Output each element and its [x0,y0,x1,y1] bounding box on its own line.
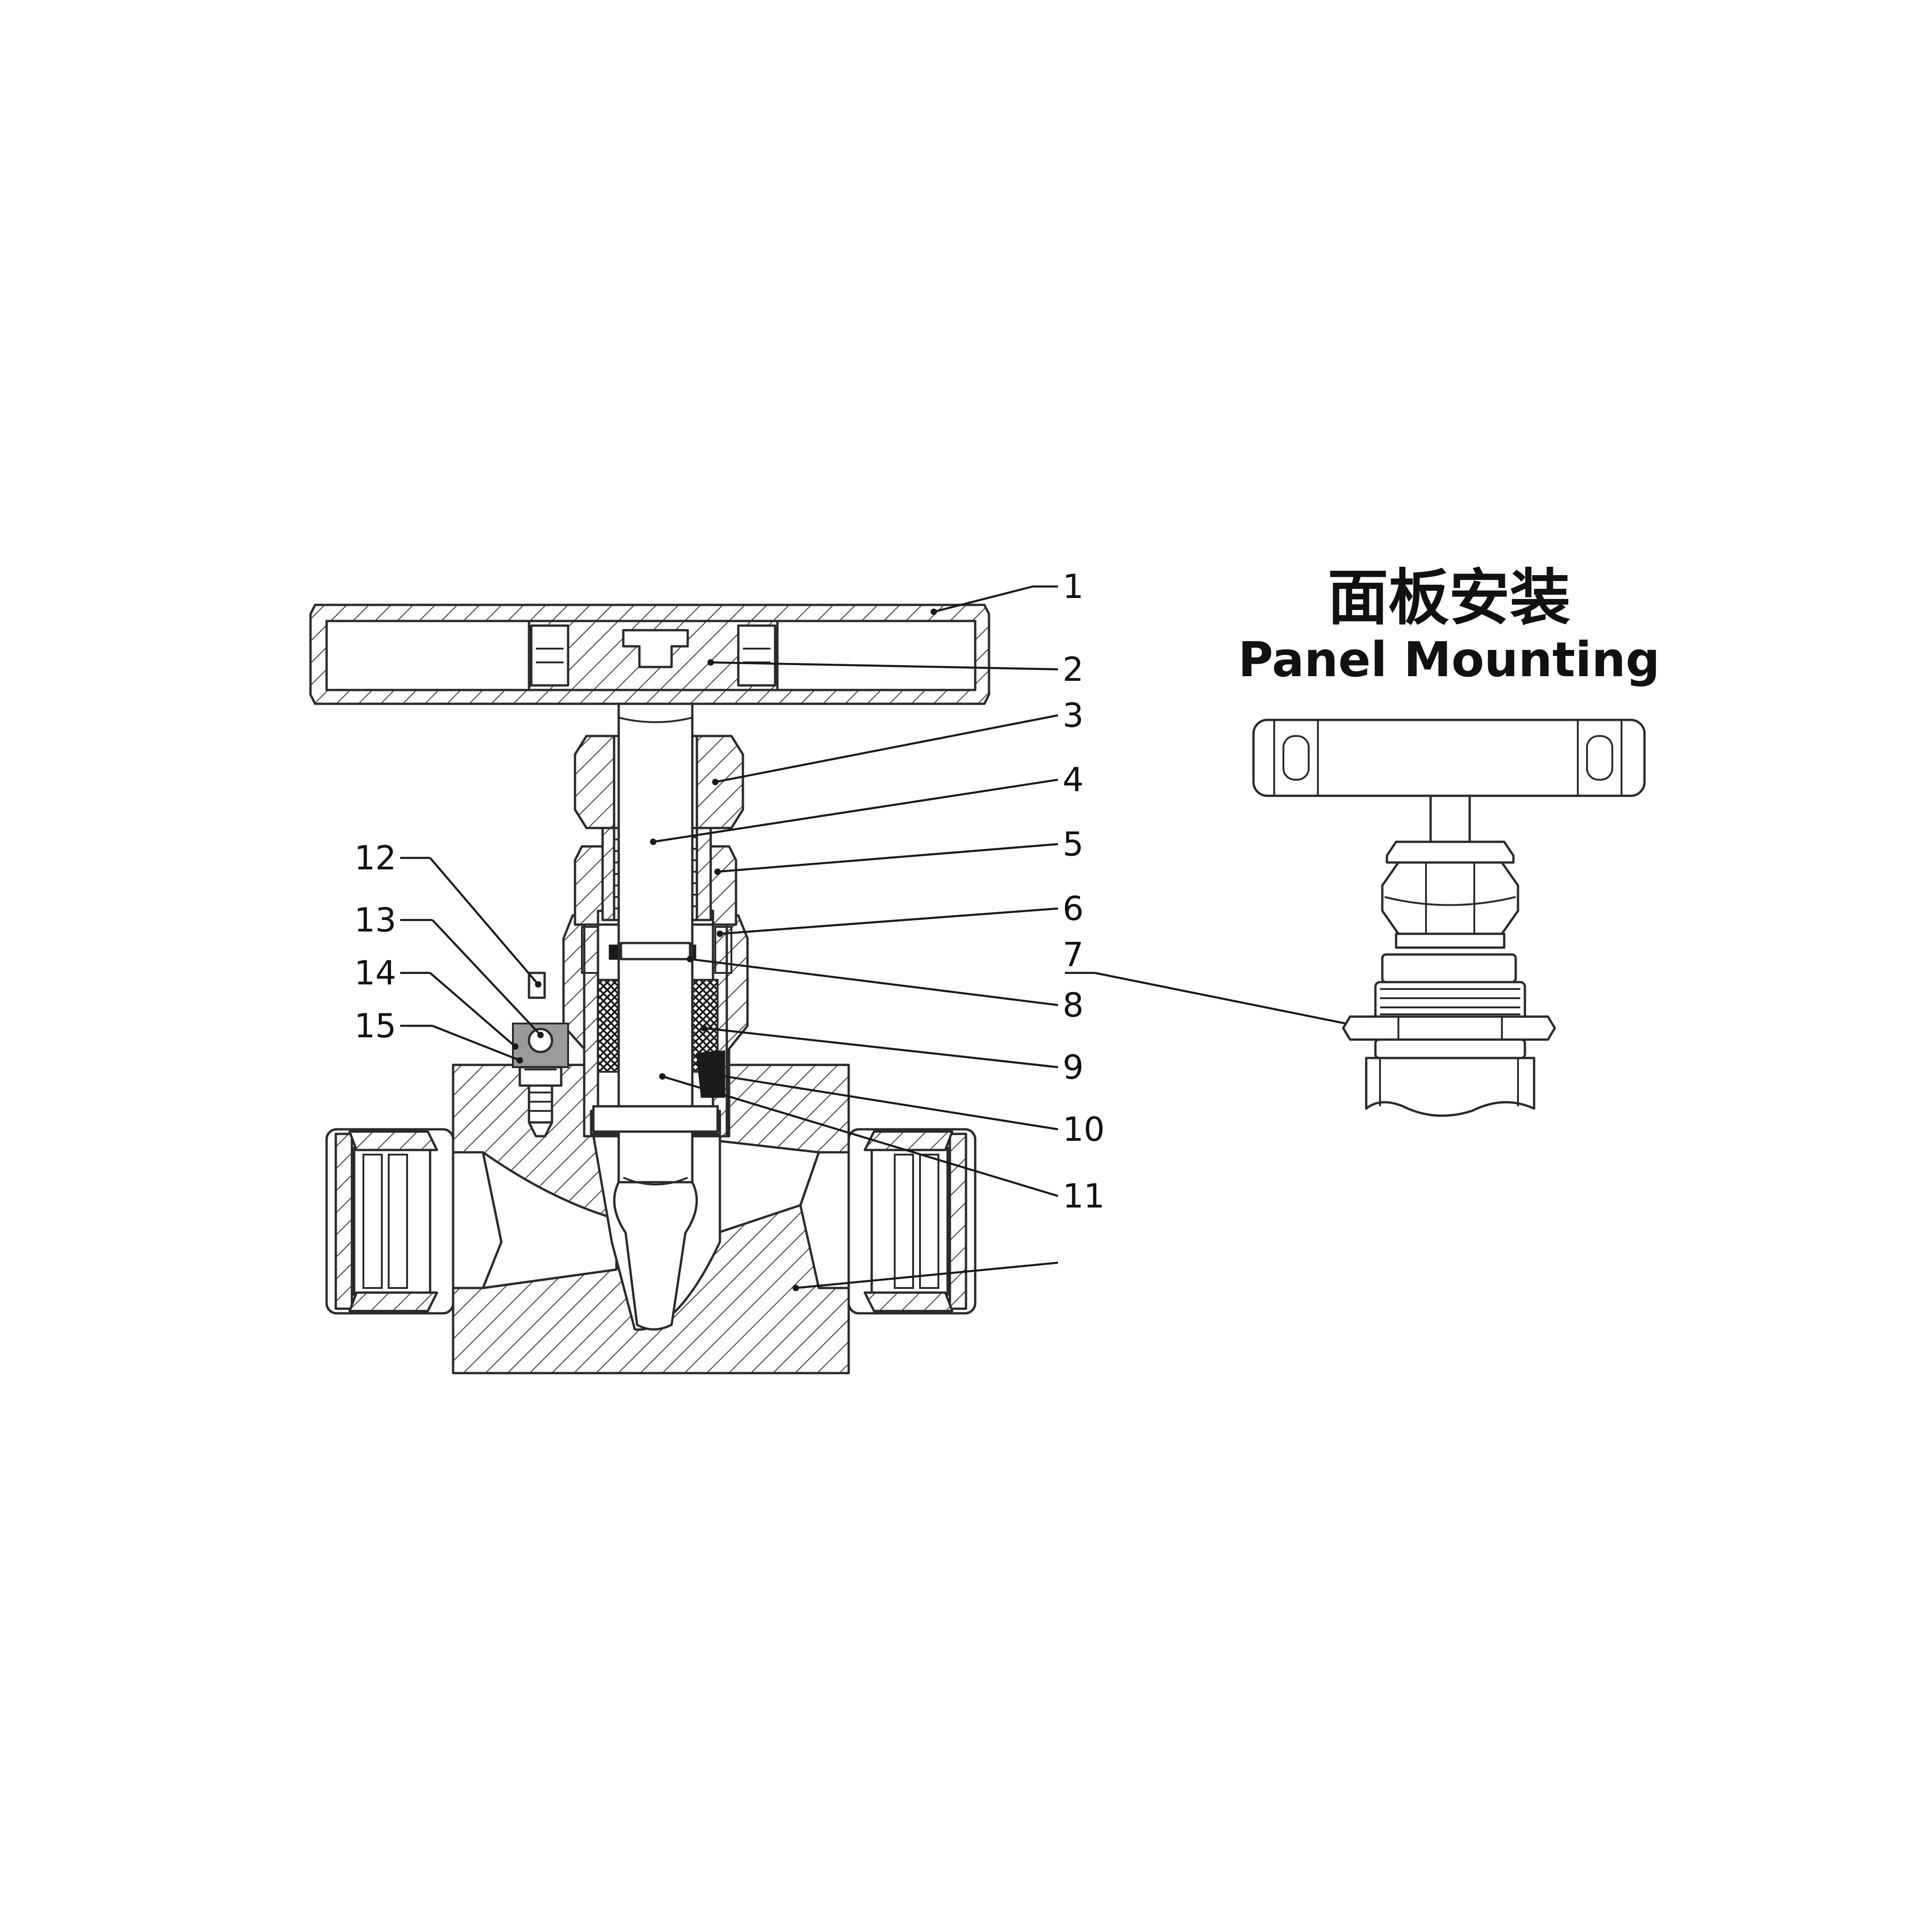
callout-13: 13 [354,901,397,939]
panel-mounting-title-en: Panel Mounting [1238,632,1660,688]
callout-1: 1 [1063,567,1084,606]
callout-6: 6 [1063,889,1084,928]
sectional-view [309,604,990,1374]
callout-3: 3 [1063,696,1084,735]
callout-10: 10 [1063,1110,1105,1149]
stem [613,666,698,1331]
leader-lines [400,585,1372,1291]
t-handle [309,604,990,705]
callout-9: 9 [1063,1048,1084,1087]
right-tube-fitting [847,1128,977,1315]
lower-gland [592,1105,719,1133]
vent-plug [512,1023,569,1138]
callout-8: 8 [1063,986,1084,1024]
callout-5: 5 [1063,825,1084,863]
callout-4: 4 [1063,760,1084,799]
callout-15: 15 [354,1006,397,1045]
callout-12: 12 [354,839,397,877]
panel-mounting-title-cn: 面板安装 [1328,563,1570,633]
panel-mounting-view: 面板安装 Panel Mounting [1238,563,1660,1117]
callout-7: 7 [1063,935,1084,974]
callout-14: 14 [354,954,397,992]
callout-11: 11 [1063,1177,1105,1215]
callout-2: 2 [1063,650,1084,689]
callout-labels: 1 2 3 4 5 6 7 8 9 10 11 12 13 14 15 [354,567,1105,1215]
left-tube-fitting [325,1128,454,1315]
